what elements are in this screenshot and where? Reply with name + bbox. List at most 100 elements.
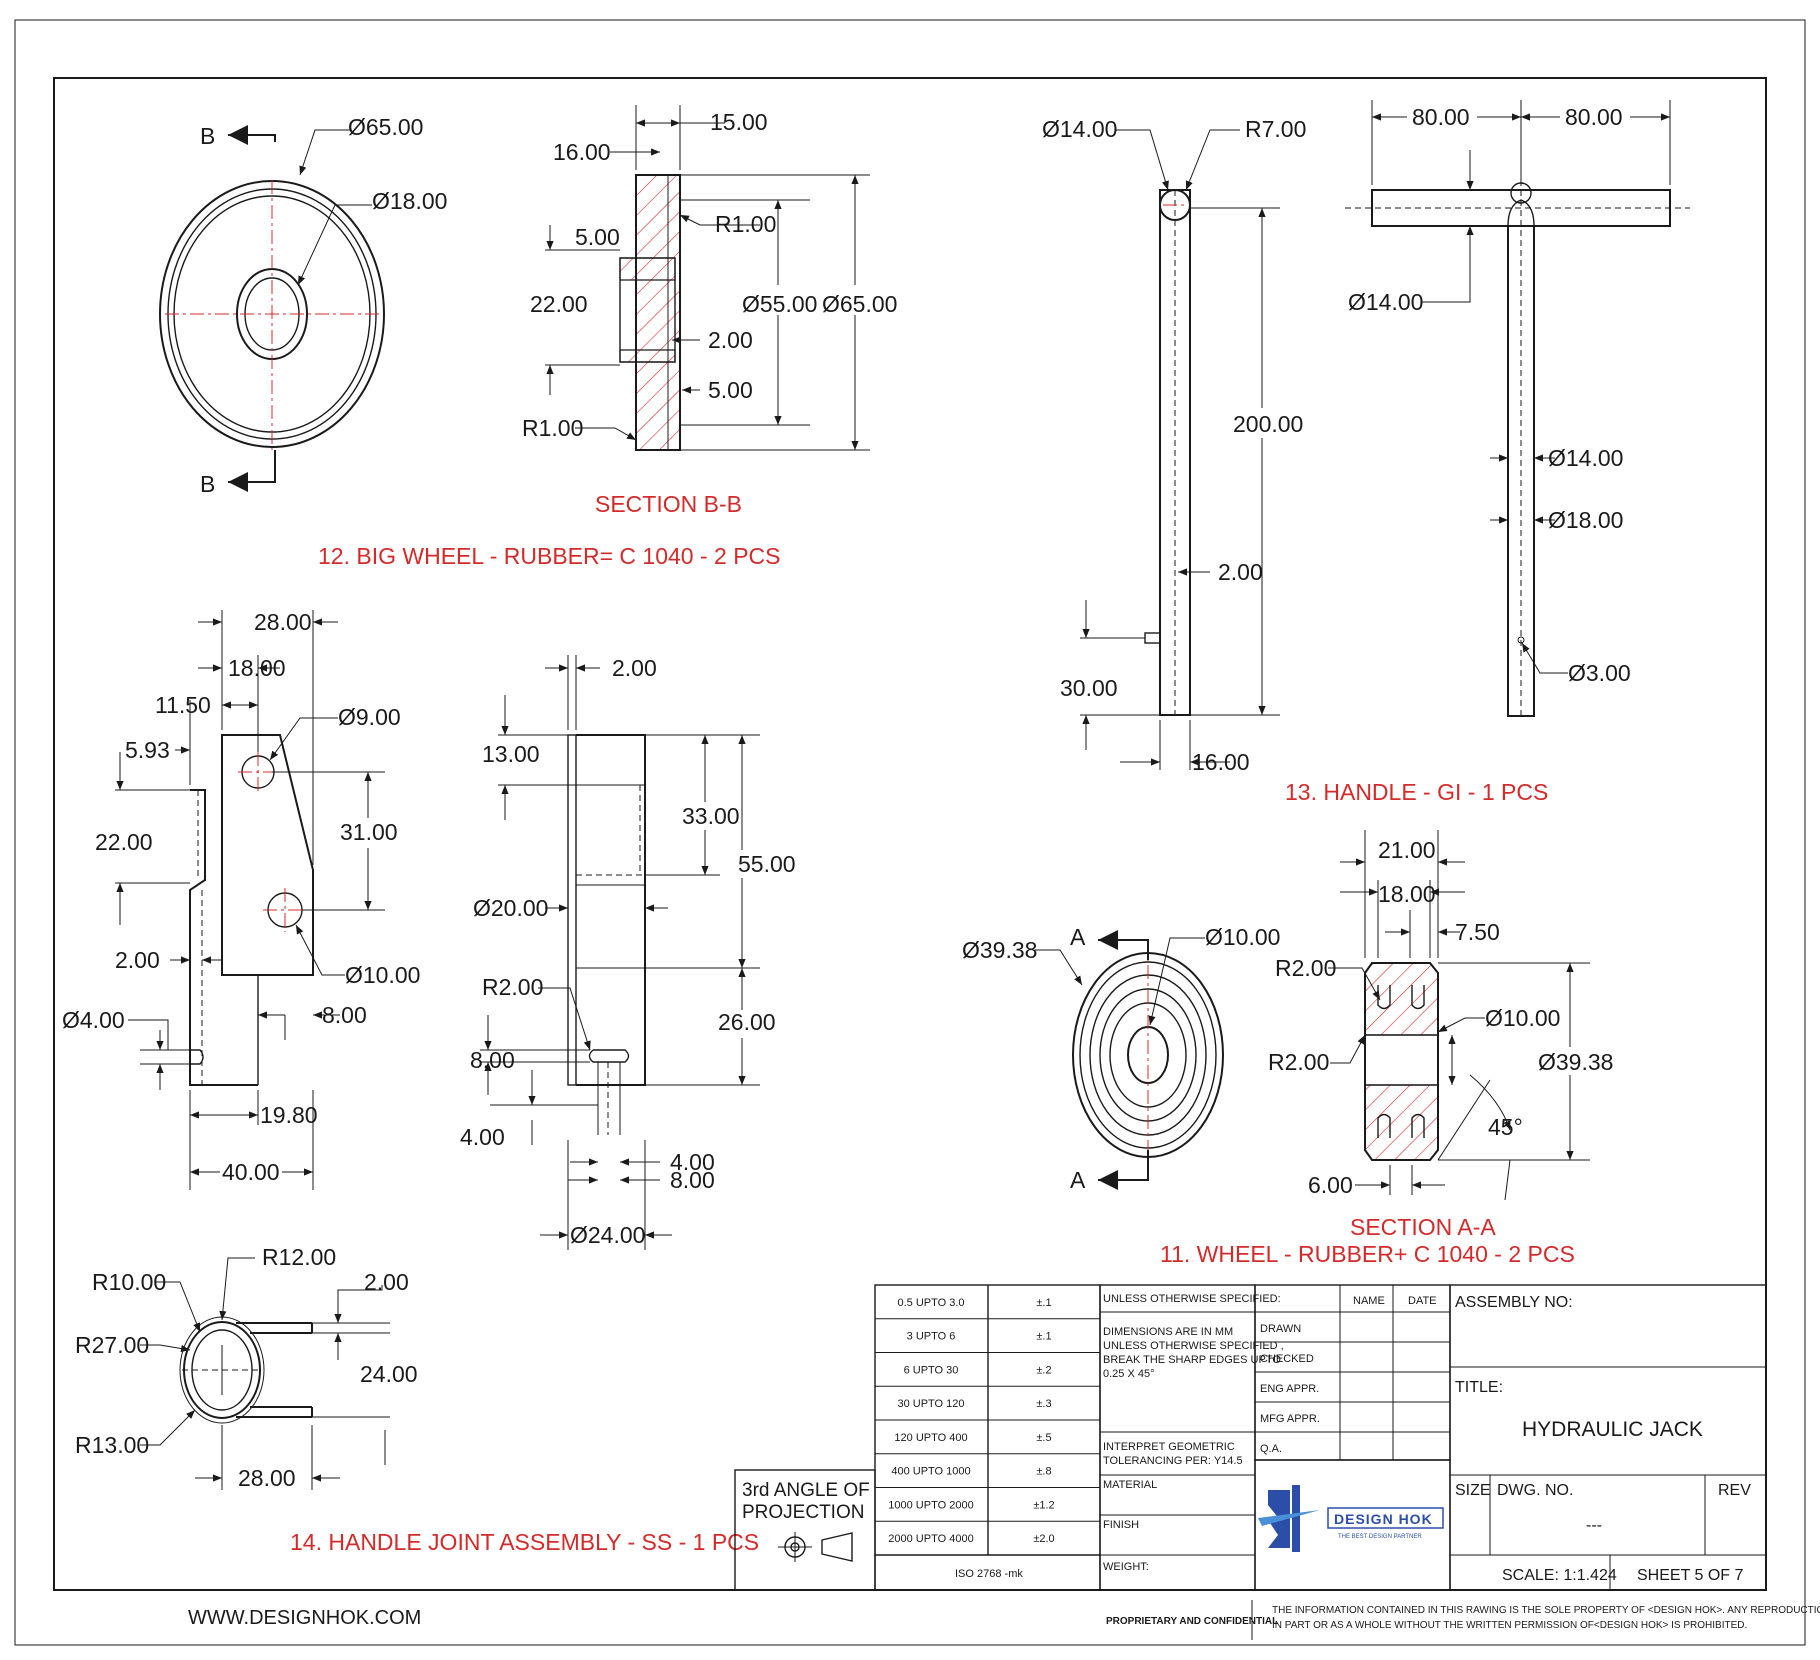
dim-small-wheel-w21: 21.00 bbox=[1378, 837, 1436, 863]
dim-bracket-w11-5: 11.50 bbox=[155, 692, 211, 718]
dim-big-wheel-r1-bot: R1.00 bbox=[522, 415, 583, 441]
tolerance-range: 120 UPTO 400 bbox=[894, 1432, 967, 1444]
note-material: MATERIAL bbox=[1103, 1479, 1157, 1491]
signoff-table: NAME DATE DRAWN CHECKED ENG APPR. MFG AP… bbox=[1254, 1284, 1451, 1461]
cut-label-b-bottom: B bbox=[200, 471, 215, 497]
dim-bracket-w28: 28.00 bbox=[254, 609, 312, 635]
dim-big-wheel-d18: Ø18.00 bbox=[372, 188, 447, 214]
tolerance-value: ±2.0 bbox=[1033, 1533, 1054, 1545]
dim-big-wheel-w5-bot: 5.00 bbox=[708, 377, 753, 403]
projection-box: 3rd ANGLE OF PROJECTION bbox=[734, 1469, 876, 1591]
dim-small-wheel-d39-side: Ø39.38 bbox=[1538, 1049, 1613, 1075]
sheet-label: SHEET 5 OF 7 bbox=[1637, 1567, 1744, 1584]
dim-spindle-h13: 13.00 bbox=[482, 741, 540, 767]
dim-bracket-w18: 18.00 bbox=[228, 655, 286, 681]
dim-small-wheel-r2-top: R2.00 bbox=[1275, 955, 1336, 981]
dim-handle-d18: Ø18.00 bbox=[1548, 507, 1623, 533]
big-wheel-front-view: B B Ø65.00 Ø18.00 bbox=[159, 114, 447, 497]
note-dims-4: 0.25 X 45° bbox=[1103, 1368, 1155, 1380]
handle-joint-caption: 14. HANDLE JOINT ASSEMBLY - SS - 1 PCS bbox=[290, 1529, 759, 1555]
dwg-no-label: DWG. NO. bbox=[1497, 1482, 1573, 1499]
dim-small-wheel-angle: 45° bbox=[1488, 1114, 1523, 1140]
bracket-view: 28.00 18.00 11.50 5.93 Ø9.00 22.00 31.00… bbox=[62, 609, 420, 1190]
note-dims-1: DIMENSIONS ARE IN MM bbox=[1103, 1326, 1233, 1338]
dim-big-wheel-r1-top: R1.00 bbox=[715, 211, 776, 237]
signoff-date-header: DATE bbox=[1408, 1295, 1437, 1307]
cut-label-a-top: A bbox=[1070, 924, 1086, 950]
dim-handle-l200: 200.00 bbox=[1233, 411, 1303, 437]
dim-spindle-h4: 4.00 bbox=[460, 1124, 505, 1150]
dim-small-wheel-w7-5: 7.50 bbox=[1455, 919, 1500, 945]
dim-joint-r13: R13.00 bbox=[75, 1432, 149, 1458]
dim-bracket-d10: Ø10.00 bbox=[345, 962, 420, 988]
dim-big-wheel-d65-side: Ø65.00 bbox=[822, 291, 897, 317]
assembly-no-label: ASSEMBLY NO: bbox=[1455, 1294, 1573, 1311]
dim-small-wheel-w18: 18.00 bbox=[1378, 881, 1436, 907]
dim-spindle-w2: 2.00 bbox=[612, 655, 657, 681]
dim-handle-l80-right: 80.00 bbox=[1565, 104, 1623, 130]
tolerance-range: 6 UPTO 30 bbox=[904, 1364, 959, 1376]
dim-spindle-r2: R2.00 bbox=[482, 974, 543, 1000]
size-label: SIZE bbox=[1455, 1482, 1491, 1499]
footer-notice-1: THE INFORMATION CONTAINED IN THIS RAWING… bbox=[1272, 1605, 1820, 1616]
tolerance-value: ±.1 bbox=[1036, 1331, 1051, 1343]
big-wheel-section-caption: SECTION B-B bbox=[595, 491, 742, 517]
notes-block: UNLESS OTHERWISE SPECIFIED: DIMENSIONS A… bbox=[1099, 1284, 1284, 1591]
dim-small-wheel-d10-side: Ø10.00 bbox=[1485, 1005, 1560, 1031]
note-interpret-2: TOLERANCING PER: Y14.5 bbox=[1103, 1455, 1243, 1467]
note-unless: UNLESS OTHERWISE SPECIFIED: bbox=[1103, 1293, 1281, 1305]
dim-bracket-w40: 40.00 bbox=[222, 1159, 280, 1185]
small-wheel-caption: 11. WHEEL - RUBBER+ C 1040 - 2 PCS bbox=[1160, 1241, 1575, 1267]
small-wheel-front-view: A A Ø39.38 Ø10.00 bbox=[962, 924, 1280, 1193]
scale-label: SCALE: 1:1.424 bbox=[1502, 1567, 1617, 1584]
dim-big-wheel-w2: 2.00 bbox=[708, 327, 753, 353]
signoff-drawn: DRAWN bbox=[1260, 1323, 1301, 1335]
tolerance-value: ±1.2 bbox=[1033, 1499, 1054, 1511]
note-weight: WEIGHT: bbox=[1103, 1561, 1149, 1573]
brand-logo: DESIGN HOK THE BEST DESIGN PARTNER bbox=[1254, 1459, 1451, 1591]
dim-big-wheel-d55: Ø55.00 bbox=[742, 291, 817, 317]
dim-handle-d14-left: Ø14.00 bbox=[1348, 289, 1423, 315]
signoff-eng-appr: ENG APPR. bbox=[1260, 1383, 1319, 1395]
dim-handle-r7: R7.00 bbox=[1245, 116, 1306, 142]
brand-tagline: THE BEST DESIGN PARTNER bbox=[1338, 1534, 1422, 1540]
dim-spindle-h33: 33.00 bbox=[682, 803, 740, 829]
drawing-title: HYDRAULIC JACK bbox=[1522, 1418, 1703, 1441]
dim-small-wheel-w6: 6.00 bbox=[1308, 1172, 1353, 1198]
small-wheel-section-caption: SECTION A-A bbox=[1350, 1214, 1496, 1240]
projection-line1: 3rd ANGLE OF bbox=[742, 1480, 870, 1501]
note-dims-2: UNLESS OTHERWISE SPECIFIED , bbox=[1103, 1340, 1284, 1352]
spindle-view: 2.00 13.00 33.00 55.00 Ø20.00 R2.00 26.0… bbox=[460, 655, 797, 1250]
dim-big-wheel-w16: 16.00 bbox=[553, 139, 611, 165]
big-wheel-caption: 12. BIG WHEEL - RUBBER= C 1040 - 2 PCS bbox=[318, 543, 781, 569]
dim-spindle-h55: 55.00 bbox=[738, 851, 796, 877]
tolerance-standard: ISO 2768 -mk bbox=[955, 1568, 1023, 1580]
dim-bracket-w2: 2.00 bbox=[115, 947, 160, 973]
dim-bracket-h31: 31.00 bbox=[340, 819, 398, 845]
dim-handle-w16: 16.00 bbox=[1192, 749, 1250, 775]
rev-label: REV bbox=[1718, 1482, 1751, 1499]
dim-spindle-w4: 4.00 bbox=[670, 1149, 715, 1175]
dim-joint-w28: 28.00 bbox=[238, 1465, 296, 1491]
dim-joint-w2: 2.00 bbox=[364, 1269, 409, 1295]
dim-spindle-d20: Ø20.00 bbox=[473, 895, 548, 921]
dim-handle-d14-top: Ø14.00 bbox=[1042, 116, 1117, 142]
handle-front-view: 80.00 80.00 Ø14.00 Ø14.00 Ø18.00 Ø3.00 bbox=[1345, 100, 1690, 720]
handle-joint-view: R12.00 R10.00 R27.00 R13.00 2.00 24.00 2… bbox=[75, 1244, 418, 1491]
cut-label-a-bottom: A bbox=[1070, 1167, 1086, 1193]
signoff-mfg-appr: MFG APPR. bbox=[1260, 1413, 1320, 1425]
title-block: ASSEMBLY NO: TITLE: HYDRAULIC JACK SIZE … bbox=[1449, 1284, 1767, 1591]
dim-big-wheel-w5-top: 5.00 bbox=[575, 224, 620, 250]
dim-handle-h30: 30.00 bbox=[1060, 675, 1118, 701]
dwg-no-value: --- bbox=[1586, 1517, 1602, 1534]
tolerance-range: 30 UPTO 120 bbox=[897, 1398, 964, 1410]
tolerance-value: ±.2 bbox=[1036, 1364, 1051, 1376]
signoff-name-header: NAME bbox=[1353, 1295, 1385, 1307]
dim-bracket-w5-93: 5.93 bbox=[125, 737, 170, 763]
footer-notice-2: IN PART OR AS A WHOLE WITHOUT THE WRITTE… bbox=[1272, 1620, 1747, 1631]
tolerance-value: ±.1 bbox=[1036, 1297, 1051, 1309]
tolerance-range: 400 UPTO 1000 bbox=[891, 1466, 970, 1478]
note-dims-3: BREAK THE SHARP EDGES UPTO bbox=[1103, 1354, 1281, 1366]
dim-bracket-d4: Ø4.00 bbox=[62, 1007, 125, 1033]
